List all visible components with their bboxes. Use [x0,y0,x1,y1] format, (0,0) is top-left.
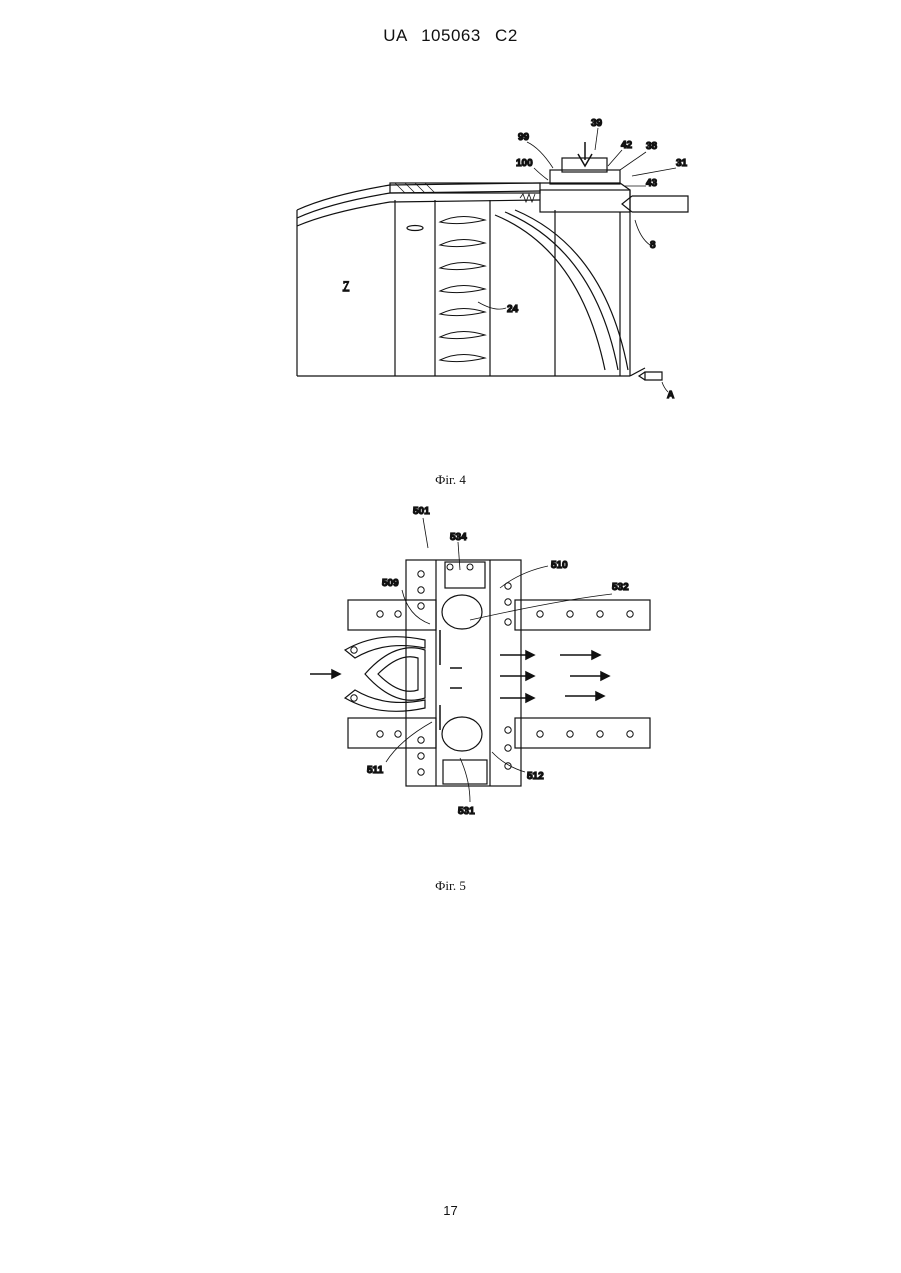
label-501: 501 [413,506,430,517]
label-509: 509 [382,578,399,589]
label-39: 39 [591,118,603,129]
label-43: 43 [646,178,658,189]
label-512: 512 [527,771,544,782]
label-38: 38 [646,141,658,152]
page-number: 17 [0,1203,901,1218]
figure-4-drawing: 39 99 42 38 100 31 43 8 7 24 A [0,0,901,420]
label-8: 8 [650,240,656,251]
label-510: 510 [551,560,568,571]
label-534: 534 [450,532,467,543]
label-531: 531 [458,806,475,817]
label-532: 532 [612,582,629,593]
label-7: 7 [343,278,349,292]
figure-5-caption: Фіг. 5 [0,878,901,894]
label-99: 99 [518,132,530,143]
label-A: A [667,390,674,401]
figure-4-caption: Фіг. 4 [0,472,901,488]
label-24: 24 [507,304,519,315]
label-31: 31 [676,158,688,169]
label-100: 100 [516,158,533,169]
label-511: 511 [367,765,384,776]
label-42: 42 [621,140,633,151]
figure-5-drawing: 501 534 510 509 532 511 512 531 [0,490,901,910]
